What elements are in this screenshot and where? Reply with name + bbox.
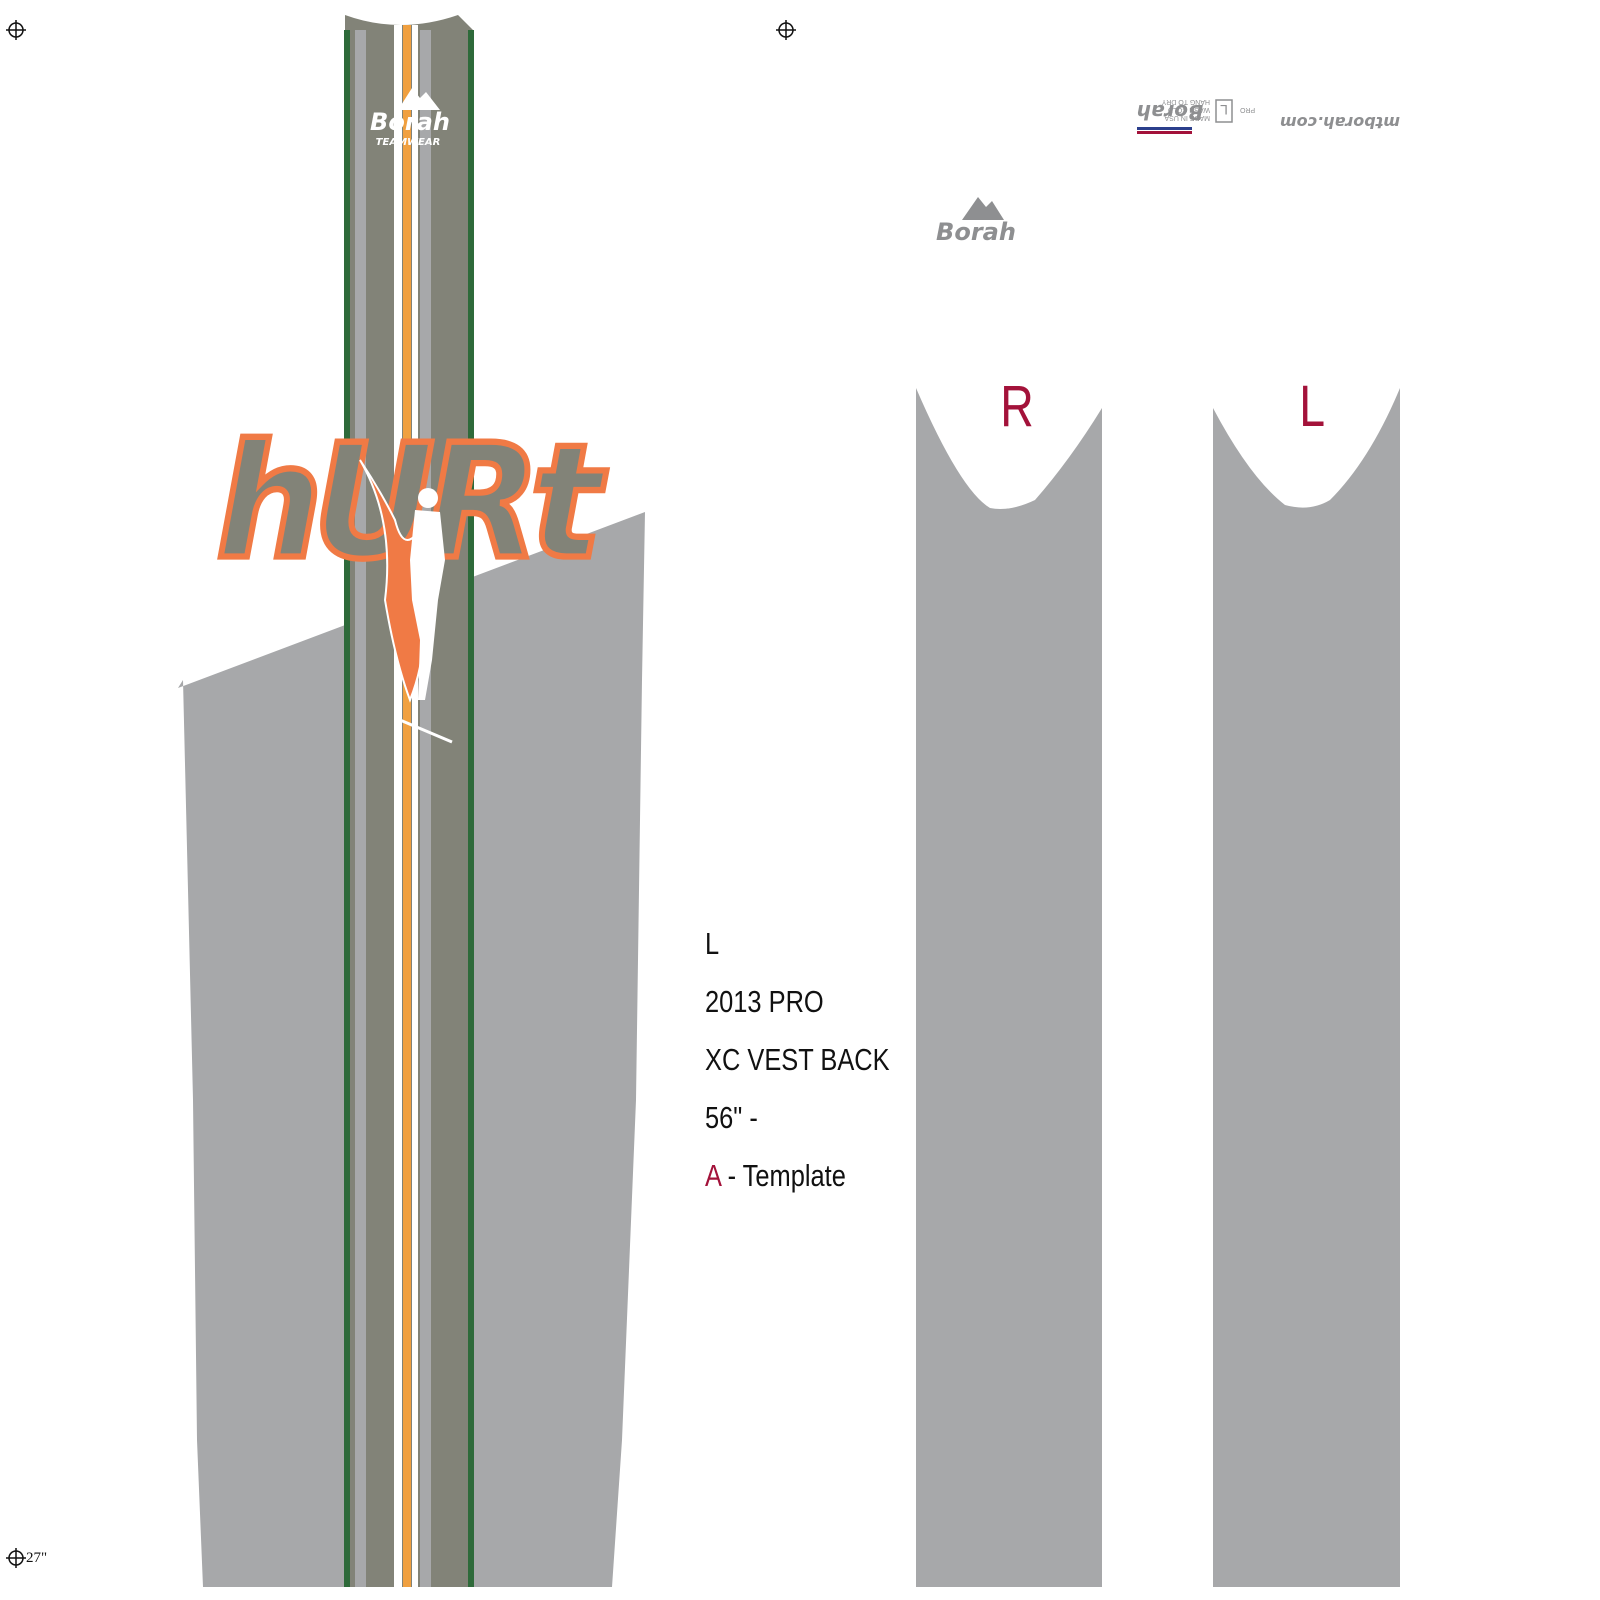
care-label-line-3: HANG TO DRY	[1161, 98, 1210, 105]
spec-variant: A - Template	[705, 1147, 890, 1205]
panel-left	[1213, 388, 1400, 1587]
spec-garment: XC VEST BACK	[705, 1042, 890, 1077]
center-stripe	[344, 15, 474, 1587]
stripe-white-left	[394, 25, 402, 1587]
care-label-size: L	[1220, 102, 1228, 118]
mountain-peak-icon	[398, 88, 440, 110]
registration-mark-icon	[6, 1548, 26, 1568]
spec-sheet: L 2013 PRO XC VEST BACK 56" - A - Templa…	[705, 915, 890, 1205]
width-note: 27"	[26, 1550, 48, 1566]
borah-logo-small: Borah	[936, 197, 1016, 246]
skier-silhouette-icon	[399, 488, 453, 744]
stripe-green-right	[468, 30, 474, 1587]
care-label-line-1: MADE IN USA	[1164, 114, 1210, 121]
brand-name: Borah	[370, 108, 450, 136]
stripe-light-right	[420, 30, 431, 1587]
stripe-green-left	[344, 30, 350, 1587]
spec-model: 2013 PRO	[705, 984, 824, 1019]
spec-variant-letter: A	[705, 1158, 721, 1193]
panel-label-right: R	[1000, 374, 1034, 439]
panel-right	[916, 388, 1102, 1587]
registration-mark-icon	[776, 20, 796, 40]
brand-name-small: Borah	[936, 218, 1016, 246]
care-label-brand: Borah	[1137, 100, 1204, 124]
spec-length: 56" -	[705, 1100, 758, 1135]
spec-variant-suffix: - Template	[720, 1158, 846, 1193]
stripe-light-left	[355, 30, 366, 1587]
care-label-tag: PRO	[1239, 106, 1255, 113]
website-mirrored: mtborah.com	[1280, 113, 1400, 132]
teamwear-text: TEAMWEAR	[376, 137, 441, 148]
care-label: L Borah MADE IN USA WASH COLD HANG TO DR…	[1137, 98, 1255, 134]
care-label-line-2: WASH COLD	[1168, 106, 1210, 113]
borah-teamwear-logo: Borah TEAMWEAR	[370, 88, 450, 148]
stripe-orange	[403, 25, 411, 1587]
mountain-peak-icon	[962, 197, 1004, 220]
panel-label-left: L	[1299, 374, 1326, 439]
stripe-white-right	[412, 25, 418, 1587]
hurt-team-logo: hURt	[213, 408, 620, 744]
registration-mark-icon	[6, 20, 26, 40]
spec-size: L	[705, 926, 720, 961]
